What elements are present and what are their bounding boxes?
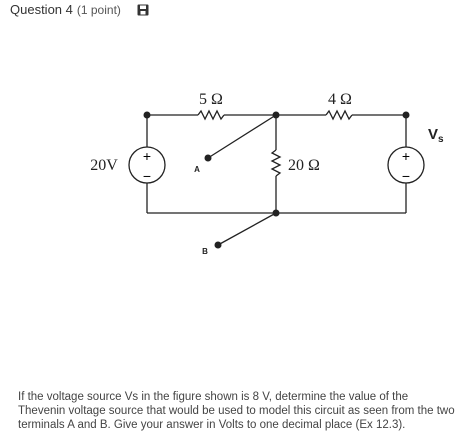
source-right-minus: − <box>402 168 410 184</box>
question-text: If the voltage source Vs in the figure s… <box>18 391 455 431</box>
source-right-plus: + <box>402 148 410 164</box>
resistor-5-label: 5 Ω <box>199 91 223 108</box>
question-points: (1 point) <box>76 2 121 17</box>
terminal-a-label: A <box>194 165 200 174</box>
resistor-20-label: 20 Ω <box>288 157 320 174</box>
circuit-diagram: + − + − 5 Ω 4 Ω 20 Ω 20V Vs A B <box>90 91 444 256</box>
terminal-b-label: B <box>202 247 208 256</box>
source-left-plus: + <box>143 148 151 164</box>
source-vs-label: Vs <box>428 126 444 145</box>
question-title: Question 4 <box>10 2 73 17</box>
save-icon[interactable] <box>137 4 149 16</box>
source-20v-label: 20V <box>90 157 118 174</box>
question-header: Question 4 (1 point) <box>10 2 149 17</box>
source-left-minus: − <box>143 168 151 184</box>
resistor-4-label: 4 Ω <box>328 91 352 108</box>
